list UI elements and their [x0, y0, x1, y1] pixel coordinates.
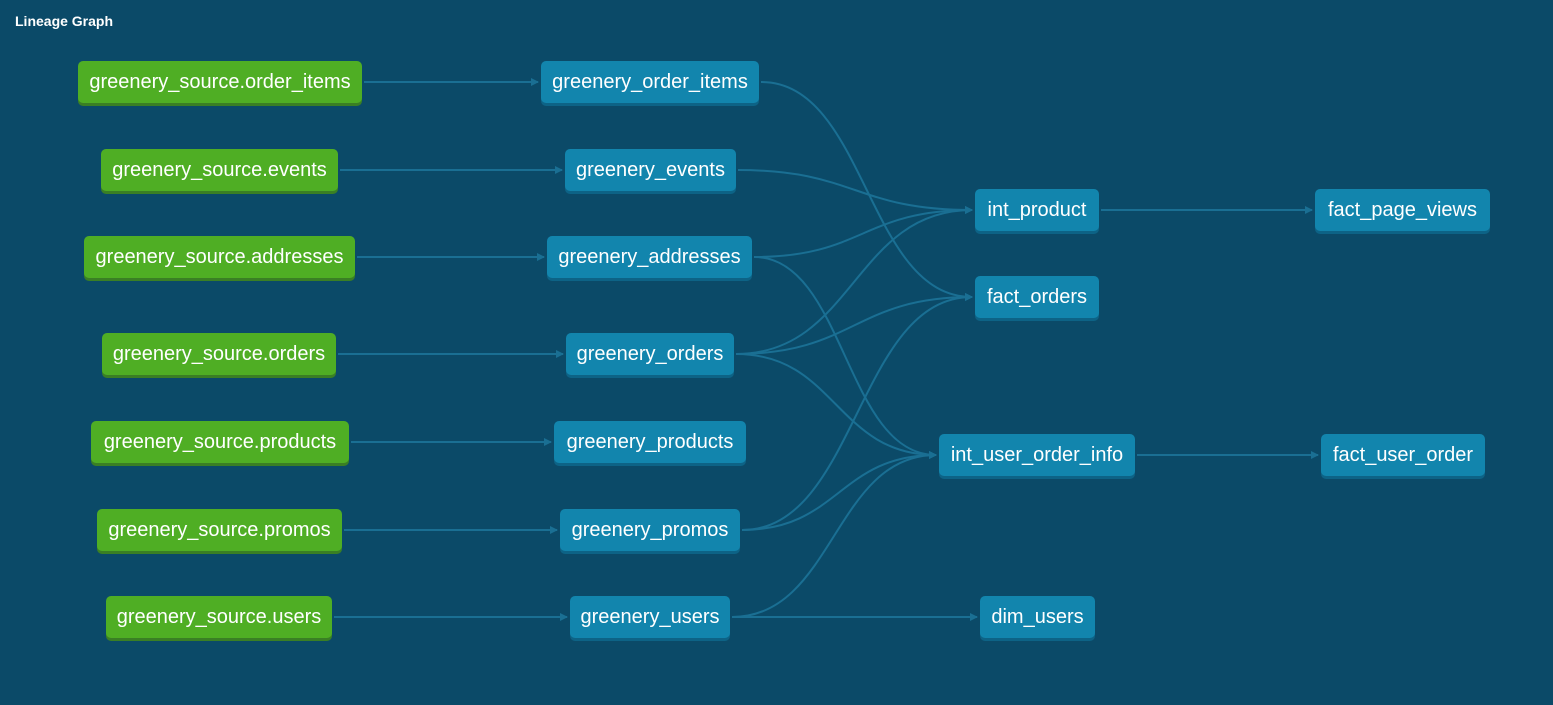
- node-greenery-events[interactable]: greenery_events: [565, 149, 736, 191]
- node-int-user-order-info[interactable]: int_user_order_info: [939, 434, 1135, 476]
- edge-stg_promos-to-fact_orders: [741, 293, 973, 531]
- node-greenery-source-orders[interactable]: greenery_source.orders: [102, 333, 336, 375]
- node-greenery-source-promos[interactable]: greenery_source.promos: [97, 509, 342, 551]
- node-greenery-addresses[interactable]: greenery_addresses: [547, 236, 752, 278]
- edge-stg_addresses-to-int_user_order_info: [753, 256, 937, 459]
- edge-stg_order_items-to-fact_orders: [760, 81, 973, 301]
- edge-stg_users-to-int_user_order_info: [731, 451, 937, 618]
- edge-stg_orders-to-int_product: [735, 206, 973, 355]
- node-greenery-order-items[interactable]: greenery_order_items: [541, 61, 759, 103]
- edge-stg_addresses-to-int_product: [753, 206, 973, 258]
- edge-stg_promos-to-int_user_order_info: [741, 451, 937, 531]
- graph-title: Lineage Graph: [15, 13, 114, 29]
- node-greenery-source-addresses[interactable]: greenery_source.addresses: [84, 236, 355, 278]
- edge-stg_orders-to-fact_orders: [735, 293, 973, 355]
- node-greenery-source-events[interactable]: greenery_source.events: [101, 149, 338, 191]
- node-dim-users[interactable]: dim_users: [980, 596, 1095, 638]
- node-fact-orders[interactable]: fact_orders: [975, 276, 1099, 318]
- node-greenery-source-users[interactable]: greenery_source.users: [106, 596, 332, 638]
- node-fact-page-views[interactable]: fact_page_views: [1315, 189, 1490, 231]
- node-greenery-orders[interactable]: greenery_orders: [566, 333, 734, 375]
- node-greenery-source-order-items[interactable]: greenery_source.order_items: [78, 61, 362, 103]
- node-greenery-users[interactable]: greenery_users: [570, 596, 730, 638]
- edge-stg_events-to-int_product: [737, 169, 973, 214]
- node-greenery-promos[interactable]: greenery_promos: [560, 509, 740, 551]
- node-fact-user-order[interactable]: fact_user_order: [1321, 434, 1485, 476]
- node-greenery-source-products[interactable]: greenery_source.products: [91, 421, 349, 463]
- node-greenery-products[interactable]: greenery_products: [554, 421, 746, 463]
- edge-stg_orders-to-int_user_order_info: [735, 353, 937, 459]
- node-int-product[interactable]: int_product: [975, 189, 1099, 231]
